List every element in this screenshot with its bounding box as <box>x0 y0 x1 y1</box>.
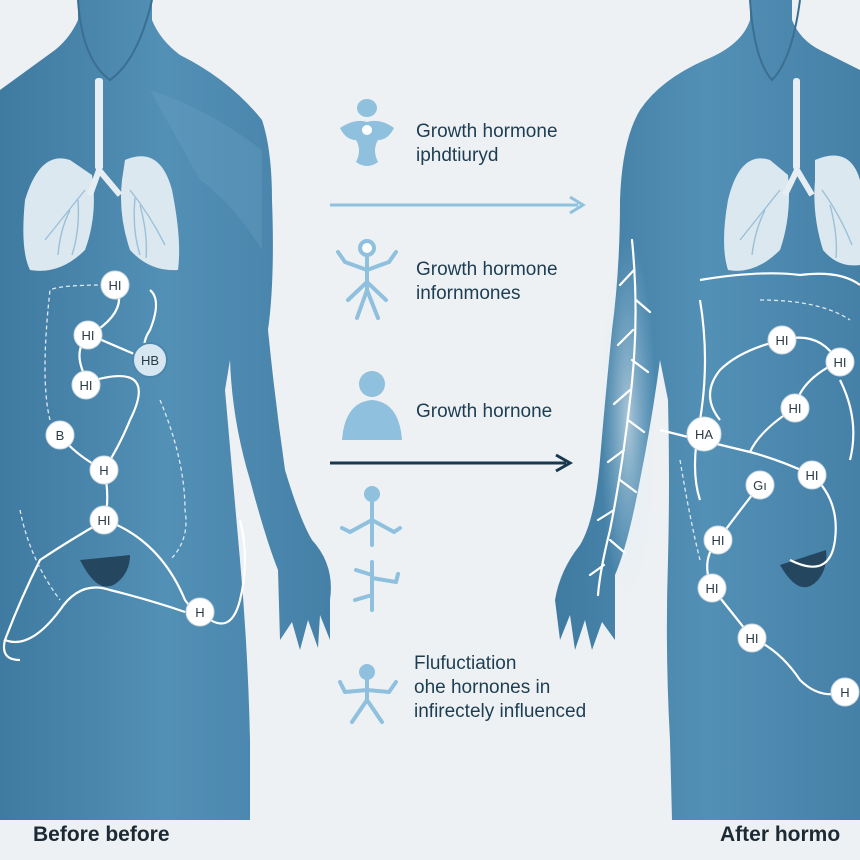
svg-text:HI: HI <box>776 333 789 348</box>
arrow-light <box>330 195 586 215</box>
svg-text:HI: HI <box>789 401 802 416</box>
left-node-4: HI <box>71 370 101 400</box>
svg-text:H: H <box>840 685 849 700</box>
left-node-1: HI <box>100 270 130 300</box>
left-node-2: HI <box>73 320 103 350</box>
right-node-9: HI <box>737 623 767 653</box>
right-node-1: HI <box>767 325 797 355</box>
right-node-8: HI <box>697 573 727 603</box>
neuron-icon <box>336 239 398 320</box>
svg-text:HI: HI <box>109 278 122 293</box>
annotation-1: Growth hormone iphdtiuryd <box>416 120 558 168</box>
svg-text:HI: HI <box>712 533 725 548</box>
right-node-4: HA <box>686 416 722 452</box>
svg-text:B: B <box>56 428 65 443</box>
annotation-1-line-2: iphdtiuryd <box>416 145 499 166</box>
annotation-1-line-1: Growth hormone <box>416 121 558 142</box>
left-node-5: B <box>45 420 75 450</box>
svg-text:HB: HB <box>141 353 159 368</box>
svg-text:HI: HI <box>82 328 95 343</box>
annotation-2: Growth hormone infornmones <box>416 258 558 306</box>
annotation-4-line-1: Flufuctiation <box>414 653 517 674</box>
svg-text:HI: HI <box>98 513 111 528</box>
left-node-7: HI <box>89 505 119 535</box>
neuron-icon-small-3 <box>338 664 398 724</box>
svg-text:HI: HI <box>746 631 759 646</box>
right-dashed-lines <box>679 299 851 561</box>
arrow-dark <box>330 453 574 473</box>
left-dashed-lines <box>19 284 187 601</box>
svg-text:HI: HI <box>806 468 819 483</box>
svg-text:Gı: Gı <box>753 478 767 493</box>
svg-text:HI: HI <box>80 378 93 393</box>
pituitary-icon <box>340 99 394 166</box>
left-node-6: H <box>89 455 119 485</box>
annotation-3: Growth hornone <box>416 400 552 424</box>
svg-text:HI: HI <box>706 581 719 596</box>
right-body-figure <box>555 0 860 820</box>
arm-nerve-glow <box>588 238 656 600</box>
right-node-7: HI <box>703 525 733 555</box>
annotation-4: Flufuctiation ohe hornones in infirectel… <box>414 652 586 724</box>
svg-text:H: H <box>99 463 108 478</box>
right-node-3: HI <box>780 393 810 423</box>
svg-text:H: H <box>195 605 204 620</box>
svg-text:HI: HI <box>834 355 847 370</box>
right-node-6: Gı <box>745 470 775 500</box>
before-label: Before before <box>33 823 170 846</box>
neuron-icon-small-2 <box>353 560 400 612</box>
annotation-2-line-1: Growth hormone <box>416 259 558 280</box>
annotation-3-line-1: Growth hornone <box>416 401 553 422</box>
right-node-5: HI <box>797 460 827 490</box>
neuron-icon-small-1 <box>340 486 402 547</box>
left-body-figure <box>0 0 331 820</box>
right-node-10: H <box>830 677 860 707</box>
left-node-3: HB <box>132 342 168 378</box>
head-silhouette-icon <box>342 371 402 440</box>
svg-text:HA: HA <box>695 427 713 442</box>
right-node-2: HI <box>825 347 855 377</box>
after-label: After hormo <box>720 823 841 846</box>
annotation-4-line-2: ohe hornones in <box>414 677 551 698</box>
left-node-8: H <box>185 597 215 627</box>
annotation-2-line-2: infornmones <box>416 283 521 304</box>
annotation-4-line-3: infirectely influenced <box>414 701 587 722</box>
